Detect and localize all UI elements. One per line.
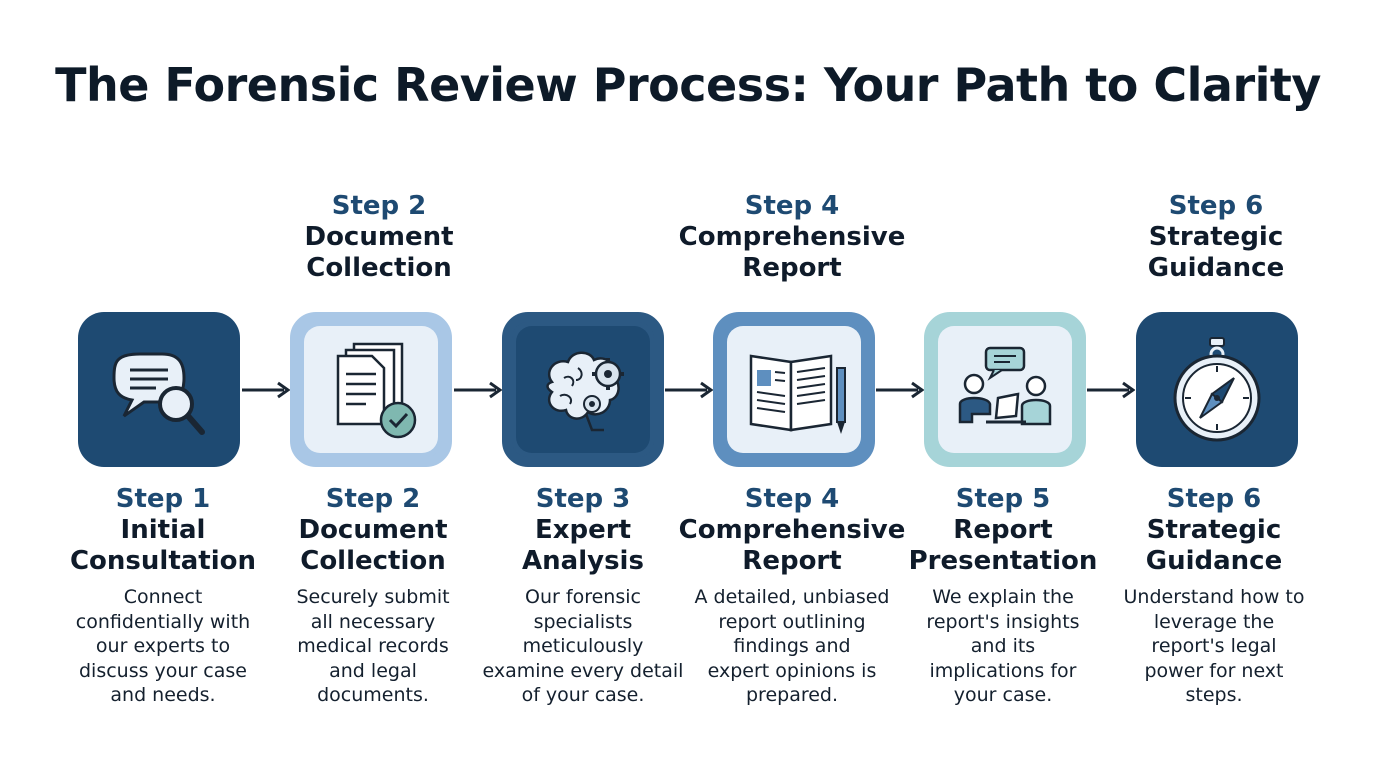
step-5-column: Step 5 Report Presentation We explain th… [893, 483, 1113, 708]
top-step-number: Step 6 [1168, 191, 1264, 221]
brain-gears-icon [516, 326, 650, 453]
top-step-name: Strategic Guidance [1147, 222, 1285, 283]
step-number: Step 4 [744, 484, 840, 514]
arrow-right-icon [665, 381, 713, 399]
top-step-name: Document Collection [304, 222, 454, 283]
arrow-right-icon [242, 381, 290, 399]
step-name: Initial Consultation [69, 515, 257, 576]
top-step-number: Step 2 [331, 191, 427, 221]
top-label-step-4: Step 4 Comprehensive Report [672, 190, 912, 284]
step-2-column: Step 2 Document Collection Securely subm… [263, 483, 483, 708]
open-book-pen-icon [727, 326, 861, 453]
step-number: Step 1 [115, 484, 211, 514]
step-description: We explain the report's insights and its… [926, 586, 1080, 706]
arrow-right-icon [454, 381, 502, 399]
step-description: Understand how to leverage the report's … [1123, 586, 1305, 706]
compass-icon [1173, 337, 1261, 442]
page-title: The Forensic Review Process: Your Path t… [55, 58, 1321, 112]
arrow-right-icon [876, 381, 924, 399]
step-description: Connect confidentially with our experts … [75, 586, 251, 706]
step-4-tile [713, 312, 875, 467]
step-name: Document Collection [298, 515, 448, 576]
step-6-tile [1136, 312, 1298, 467]
step-description: A detailed, unbiased report outlining fi… [694, 586, 890, 706]
step-4-column: Step 4 Comprehensive Report A detailed, … [672, 483, 912, 708]
top-step-name: Comprehensive Report [678, 222, 906, 283]
step-name: Report Presentation [908, 515, 1098, 576]
arrow-right-icon [1087, 381, 1135, 399]
step-name: Expert Analysis [522, 515, 644, 576]
meeting-presentation-icon [938, 326, 1072, 453]
step-name: Comprehensive Report [678, 515, 906, 576]
step-description: Our forensic specialists meticulously ex… [482, 586, 684, 706]
step-number: Step 6 [1166, 484, 1262, 514]
documents-check-icon [304, 326, 438, 453]
step-1-column: Step 1 Initial Consultation Connect conf… [53, 483, 273, 708]
step-number: Step 5 [955, 484, 1051, 514]
step-2-tile [290, 312, 452, 467]
step-3-tile [502, 312, 664, 467]
step-description: Securely submit all necessary medical re… [296, 586, 450, 706]
top-label-step-2: Step 2 Document Collection [259, 190, 499, 284]
step-number: Step 2 [325, 484, 421, 514]
step-3-column: Step 3 Expert Analysis Our forensic spec… [473, 483, 693, 708]
top-label-step-6: Step 6 Strategic Guidance [1096, 190, 1336, 284]
step-number: Step 3 [535, 484, 631, 514]
chat-search-icon [112, 352, 205, 435]
step-name: Strategic Guidance [1145, 515, 1283, 576]
step-5-tile [924, 312, 1086, 467]
step-6-column: Step 6 Strategic Guidance Understand how… [1104, 483, 1324, 708]
top-step-number: Step 4 [744, 191, 840, 221]
step-1-tile [78, 312, 240, 467]
